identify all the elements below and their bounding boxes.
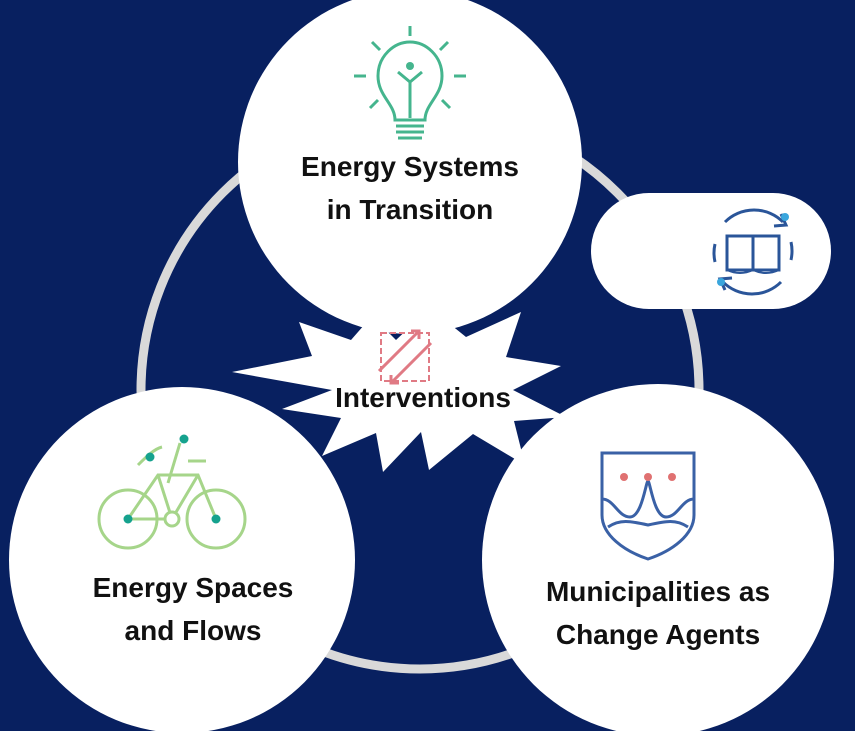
node-energy-spaces: [9, 387, 355, 733]
lightbulb-icon: [354, 26, 466, 140]
label-energy-spaces-line2: and Flows: [124, 615, 262, 646]
node-municipalities: [482, 384, 834, 736]
label-interventions: Interventions: [300, 376, 546, 419]
interventions-starburst: [232, 308, 566, 472]
side-pill: [591, 193, 831, 309]
label-municipalities-line1: Municipalities as: [545, 576, 771, 607]
label-municipalities: Municipalities as Change Agents: [508, 570, 808, 656]
label-energy-spaces-line1: Energy Spaces: [92, 572, 294, 603]
label-municipalities-line2: Change Agents: [555, 619, 761, 650]
label-interventions-text: Interventions: [335, 382, 511, 413]
shield-icon: [600, 451, 696, 561]
book-cycle-icon: [712, 208, 794, 296]
label-energy-systems-line2: in Transition: [326, 194, 494, 225]
label-energy-spaces: Energy Spaces and Flows: [43, 566, 343, 652]
node-energy-systems: [238, 0, 582, 334]
bicycle-icon: [97, 434, 247, 550]
transition-arrows-icon: [377, 329, 433, 385]
label-energy-systems-line1: Energy Systems: [301, 151, 519, 182]
label-energy-systems: Energy Systems in Transition: [260, 145, 560, 231]
right-edge-strip: [855, 0, 861, 731]
